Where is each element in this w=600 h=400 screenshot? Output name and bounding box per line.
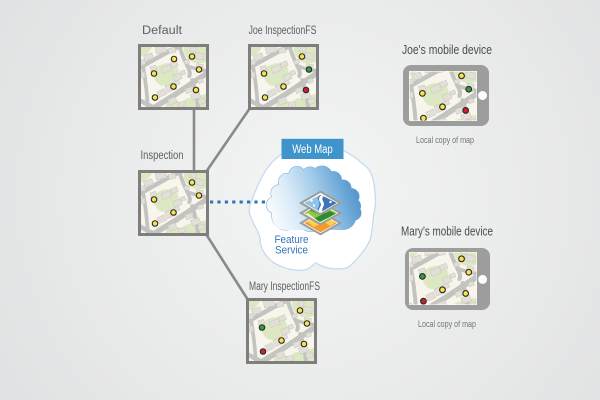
svg-text:Local copy of map: Local copy of map [418,319,476,330]
svg-text:Joe's mobile device: Joe's mobile device [402,43,492,57]
svg-text:Mary's mobile device: Mary's mobile device [401,224,493,238]
svg-text:Feature: Feature [275,234,309,246]
svg-text:Web Map: Web Map [292,144,333,156]
svg-text:Mary InspectionFS: Mary InspectionFS [249,281,320,293]
svg-text:Service: Service [275,245,308,257]
svg-text:Inspection: Inspection [141,150,184,162]
svg-text:Joe InspectionFS: Joe InspectionFS [249,25,317,37]
svg-text:Local copy of map: Local copy of map [416,135,474,146]
svg-text:Default: Default [142,25,183,37]
